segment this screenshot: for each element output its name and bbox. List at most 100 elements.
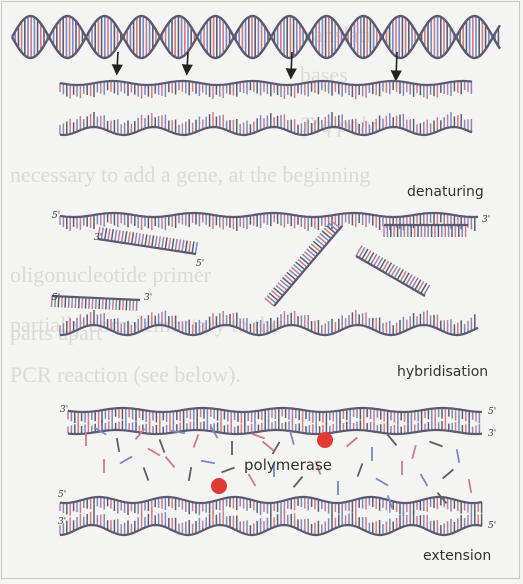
nucleotide (411, 445, 417, 459)
primer-base (194, 241, 199, 255)
primer-base (306, 248, 317, 258)
primer-base (408, 275, 416, 288)
nucleotide (271, 441, 281, 455)
primer-base (167, 237, 172, 250)
primer-base (100, 227, 104, 240)
primer-base (323, 227, 334, 237)
primer-base (127, 231, 131, 244)
primer-base (110, 229, 115, 242)
primer-base (319, 232, 330, 242)
strand-end-label: 3' (482, 215, 490, 225)
primer-base (295, 261, 306, 271)
primer-base (144, 234, 148, 247)
primer-base (405, 274, 413, 286)
primer-base (171, 238, 175, 251)
primer-base (370, 253, 378, 265)
primer-base (297, 258, 308, 268)
primer-base (396, 269, 404, 281)
primer-base (147, 234, 151, 247)
primer-base (181, 239, 185, 252)
primer-base (140, 233, 145, 246)
polymerase-dot (317, 432, 333, 448)
primer-base (266, 295, 277, 304)
primer-base (301, 253, 312, 263)
background-text-line: necessary to add a gene, at the beginnin… (10, 162, 371, 187)
strand-end-label: 3' (144, 293, 152, 303)
strand-end-labels: 5'3'3'5'5'3'3'5'3'5'3'5' (52, 211, 496, 531)
primer-base (420, 282, 428, 294)
primer (97, 237, 197, 256)
primer-base (184, 240, 188, 253)
lower-strand-partner (59, 495, 483, 505)
nucleotide (170, 429, 186, 435)
nucleotide (442, 468, 454, 480)
primer-base (299, 256, 310, 266)
primer-base (120, 230, 125, 243)
background-text-line: oligonucleotide primer (10, 262, 211, 287)
primer-base (310, 243, 321, 253)
primer-base (275, 284, 286, 294)
nucleotide (455, 448, 461, 464)
strand-end-label: 5' (58, 490, 66, 500)
stage-label-hybridisation: hybridisation (397, 364, 489, 380)
primer-base (330, 219, 341, 229)
primer-base (402, 272, 410, 284)
nucleotide (93, 426, 107, 436)
primer-base (315, 238, 326, 247)
primer-base (264, 297, 275, 307)
strand-end-label: 5' (52, 293, 60, 303)
nucleotide (251, 432, 265, 440)
strand-end-label: 3' (58, 517, 66, 527)
primer-base (157, 236, 162, 249)
strand-end-label: 3' (60, 405, 68, 415)
strand-end-label: 5' (488, 521, 496, 531)
arrow (390, 51, 402, 82)
primer-base (390, 265, 398, 277)
primer-base (321, 230, 332, 240)
nucleotide (142, 467, 150, 481)
nucleotide (289, 431, 295, 445)
primer-base (378, 258, 387, 271)
primer (51, 294, 141, 302)
nucleotide (119, 455, 133, 465)
primer-base (188, 240, 192, 254)
lower-strand (59, 523, 483, 537)
primer-base (312, 240, 323, 250)
primer-base (411, 277, 419, 289)
nucleotide (262, 440, 274, 452)
primer-base (268, 292, 279, 302)
primer-base (364, 250, 372, 262)
nucleotide (386, 434, 398, 446)
primer-base (367, 252, 375, 264)
primer-base (387, 263, 396, 276)
strand-end-label: 5' (488, 407, 496, 417)
primer-base (384, 262, 393, 274)
primer-base (308, 245, 319, 255)
nucleotide (192, 434, 200, 448)
primer-base (417, 281, 425, 293)
nucleotide (247, 473, 257, 487)
upper-strand (67, 406, 483, 414)
primer-base (284, 274, 295, 284)
upper-strand (59, 79, 473, 87)
primer-base (97, 227, 101, 240)
denaturing-arrows (111, 51, 402, 82)
primer-base (355, 245, 363, 257)
strand-end-label: 5' (196, 259, 204, 269)
primer-base (134, 232, 138, 245)
primer-base (423, 284, 431, 296)
free-nucleotides (85, 425, 473, 509)
strand-end-label: 3' (488, 429, 496, 439)
primer-base (281, 276, 293, 286)
upper-strand (59, 211, 479, 219)
nucleotide (467, 478, 473, 494)
primer-base (161, 236, 165, 249)
primer-base (270, 289, 282, 299)
primer-base (137, 233, 141, 246)
primer-base (130, 232, 135, 245)
primer-base (279, 279, 290, 289)
strand-end-label: 5' (52, 211, 60, 221)
primer-base (358, 246, 366, 259)
nucleotide (429, 440, 443, 448)
